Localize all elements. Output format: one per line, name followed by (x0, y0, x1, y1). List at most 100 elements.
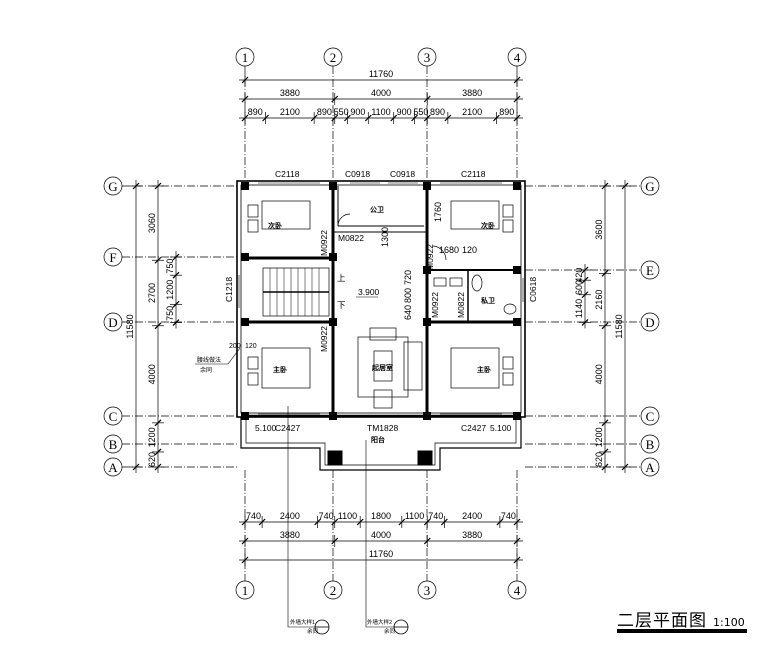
column (513, 412, 521, 420)
dimension-text: 2100 (462, 107, 482, 117)
dimension-text: 620 (594, 452, 604, 467)
axis-label: C (109, 409, 118, 424)
axis-bubble (103, 457, 123, 477)
dimension-text: 890 (430, 107, 445, 117)
dimension-text: 890 (317, 107, 332, 117)
detail-callout: 外墙大样2 (367, 618, 392, 626)
column (329, 318, 337, 326)
inner-dimension: 1680 (439, 245, 459, 255)
column (329, 253, 337, 261)
axis-bubble (640, 260, 660, 280)
column (513, 266, 521, 274)
column (423, 182, 431, 190)
stair-up-label: 上 (337, 273, 346, 283)
window-label: C2427 (461, 423, 486, 433)
column (329, 182, 337, 190)
door-label: M0822 (338, 233, 364, 243)
dimension-text: 3880 (280, 530, 300, 540)
axis-label: 4 (514, 583, 521, 598)
dimension-text: 1200 (165, 280, 175, 300)
room-label-private-bathroom: 私卫 (480, 296, 495, 305)
dimension-text: 1140 (574, 299, 584, 318)
axis-label: G (108, 179, 117, 194)
axis-label: A (108, 460, 118, 475)
dimension-text: 3060 (147, 213, 157, 233)
inner-dimension: 120 (245, 343, 257, 350)
dimension-text: 2160 (594, 290, 604, 310)
axis-label: 1 (242, 50, 249, 65)
axis-bubble (507, 47, 527, 67)
axis-label: G (645, 179, 654, 194)
door-label: M0922 (425, 244, 435, 270)
room-label-living-room: 起居室 (371, 363, 393, 372)
axis-label: D (108, 315, 117, 330)
axis-bubble (640, 457, 660, 477)
dimension-text: 2700 (147, 283, 157, 303)
dimension-text: 1100 (371, 107, 390, 117)
room-label-master-bedroom-left: 主卧 (273, 365, 287, 374)
furniture (247, 200, 517, 409)
column (241, 318, 249, 326)
dimension-text: 1800 (371, 511, 391, 521)
axis-label: 1 (242, 583, 249, 598)
axis-label: F (109, 250, 116, 265)
axis-bubble (640, 434, 660, 454)
axis-bubble (640, 312, 660, 332)
stair-down-label: 下 (337, 300, 346, 310)
inner-dimension: 800 (403, 288, 413, 303)
dimension-text: 600 (574, 280, 584, 295)
inner-dimension: 640 (403, 305, 413, 320)
inner-dimension: 120 (462, 245, 477, 255)
window-label: C1218 (224, 277, 234, 302)
axis-label: B (109, 437, 118, 452)
column (241, 253, 249, 261)
column (423, 318, 431, 326)
axis-bubble (103, 406, 123, 426)
axis-label: 2 (330, 583, 337, 598)
dimension-text: 2400 (280, 511, 300, 521)
inner-dimension: 720 (403, 270, 413, 285)
column (423, 266, 431, 274)
drawing-title: 二层平面图 1:100 (617, 606, 745, 631)
axis-bubble (103, 176, 123, 196)
dimension-text: 620 (147, 452, 157, 467)
window-label: C2118 (461, 169, 486, 179)
dimension-text: 550 (413, 107, 428, 117)
column (513, 182, 521, 190)
axis-label: D (645, 315, 654, 330)
axis-bubble (103, 312, 123, 332)
axis-label: 2 (330, 50, 337, 65)
drawing-title-text: 二层平面图 (617, 611, 707, 631)
drawing-scale: 1:100 (713, 616, 745, 629)
axis-bubble (323, 47, 343, 67)
axis-bubble (417, 47, 437, 67)
dimension-text: 4000 (147, 364, 157, 384)
detail-callout: 余同 (384, 627, 396, 635)
dimension-text: 4000 (371, 530, 391, 540)
dimension-text: 550 (334, 107, 349, 117)
axis-label: B (646, 437, 655, 452)
axis-label: 3 (424, 583, 431, 598)
dimension-text: 750 (165, 259, 175, 274)
detail-callout: 外墙大样1 (290, 618, 315, 626)
dimension-text: 900 (397, 107, 412, 117)
elevation-mark: 5.100 (255, 423, 277, 433)
door-label: M0822 (456, 292, 466, 318)
door-label: M0922 (319, 326, 329, 352)
axis-bubble (640, 406, 660, 426)
dimension-text: 11760 (369, 549, 393, 559)
dimension-text: 2100 (280, 107, 300, 117)
axis-label: E (646, 263, 654, 278)
dimension-text: 900 (350, 107, 365, 117)
window-label: C0918 (345, 169, 370, 179)
axis-bubble (640, 176, 660, 196)
axis-bubble (417, 580, 437, 600)
dimension-text: 890 (499, 107, 514, 117)
columns (241, 182, 521, 420)
dimension-text: 420 (574, 268, 584, 283)
axis-bubble (235, 580, 255, 600)
title-underline (617, 629, 747, 633)
note-text: 腰线做法 (197, 356, 221, 364)
axis-label: 3 (424, 50, 431, 65)
